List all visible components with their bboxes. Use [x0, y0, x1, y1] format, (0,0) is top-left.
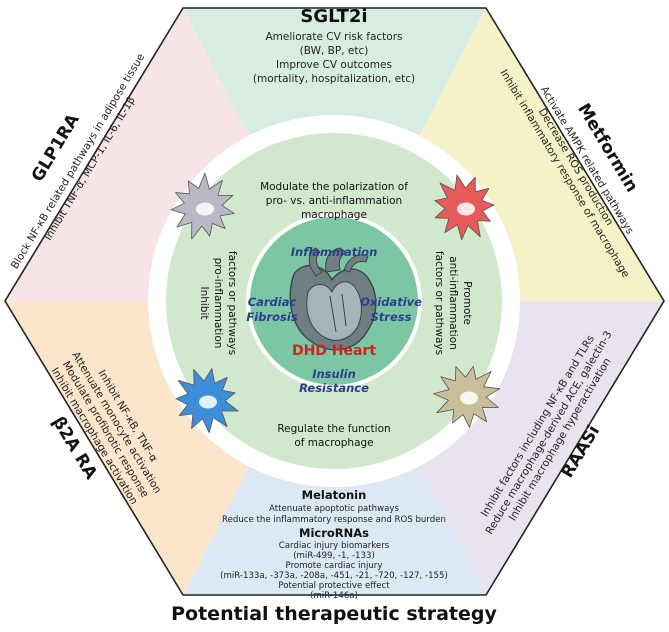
core-insulin-line-1: Insulin [312, 367, 356, 381]
core-insulin-line-2: Resistance [299, 381, 369, 395]
macrophage-nucleus [199, 395, 217, 409]
microrna-line-1: Cardiac injury biomarkers [279, 541, 390, 551]
macrophage-red-icon [434, 174, 495, 241]
macrophage-nucleus [457, 202, 475, 216]
macrophage-grey-icon [170, 172, 235, 240]
microrna-line-4: (miR-133a, -373a, -208a, -451, -21, -720… [220, 571, 448, 581]
core-inflammation: Inflammation [291, 245, 378, 259]
ring-top-line-3: macrophage [301, 209, 367, 221]
ring-left-group: Inhibit pro-inflammation factors or path… [198, 251, 238, 355]
micrornas-title: MicroRNAs [299, 526, 369, 540]
core-oxidative-line-1: Oxidative [360, 295, 422, 309]
melatonin-line-2: Reduce the inflammatory response and ROS… [222, 515, 446, 525]
sglt2i-line-3: Improve CV outcomes [276, 59, 392, 71]
macrophage-nucleus [196, 202, 214, 216]
microrna-line-3: Promote cardiac injury [286, 561, 383, 571]
microrna-line-5: Potential protective effect [278, 581, 390, 591]
ring-left-line-1: Inhibit [198, 286, 210, 319]
ring-top-line-2: pro- vs. anti-inflammation [266, 195, 402, 207]
hexagon-outline [4, 7, 665, 596]
ring-left-line-3: factors or pathways [226, 251, 238, 355]
core-cardiac-line-2: Fibrosis [246, 310, 297, 324]
core-heart-label: DHD Heart [292, 343, 376, 359]
ring-right-line-1: Promote [461, 281, 473, 325]
ring-right-line-2: anti-inflammation [447, 256, 459, 350]
sglt2i-line-2: (BW, BP, etc) [300, 45, 369, 57]
potential-therapeutic-strategy-title: Potential therapeutic strategy [171, 603, 497, 625]
ring-left-line-2: pro-inflammation [212, 258, 224, 349]
ring-right-line-3: factors or pathways [433, 251, 445, 355]
macrophage-nucleus [460, 391, 478, 405]
ring-bottom-line-1: Regulate the function [277, 423, 390, 435]
sglt2i-title: SGLT2i [300, 6, 367, 27]
macrophage-blue-icon [175, 368, 239, 434]
core-oxidative-line-2: Stress [371, 310, 412, 324]
sglt2i-line-1: Ameliorate CV risk factors [265, 31, 402, 43]
macrophage-tan-icon [433, 365, 501, 428]
ring-right-group: Promote anti-inflammation factors or pat… [433, 251, 473, 355]
core-cardiac-line-1: Cardiac [248, 295, 297, 309]
ring-top-line-1: Modulate the polarization of [260, 181, 408, 193]
melatonin-line-1: Attenuate apoptotic pathways [269, 504, 399, 514]
microrna-line-2: (miR-499, -1, -133) [293, 551, 375, 561]
microrna-line-6: (miR-146a) [310, 591, 358, 601]
heart-icon [289, 247, 377, 351]
ring-bottom-line-2: of macrophage [294, 437, 373, 449]
melatonin-title: Melatonin [302, 488, 367, 502]
sglt2i-line-4: (mortality, hospitalization, etc) [253, 73, 415, 85]
